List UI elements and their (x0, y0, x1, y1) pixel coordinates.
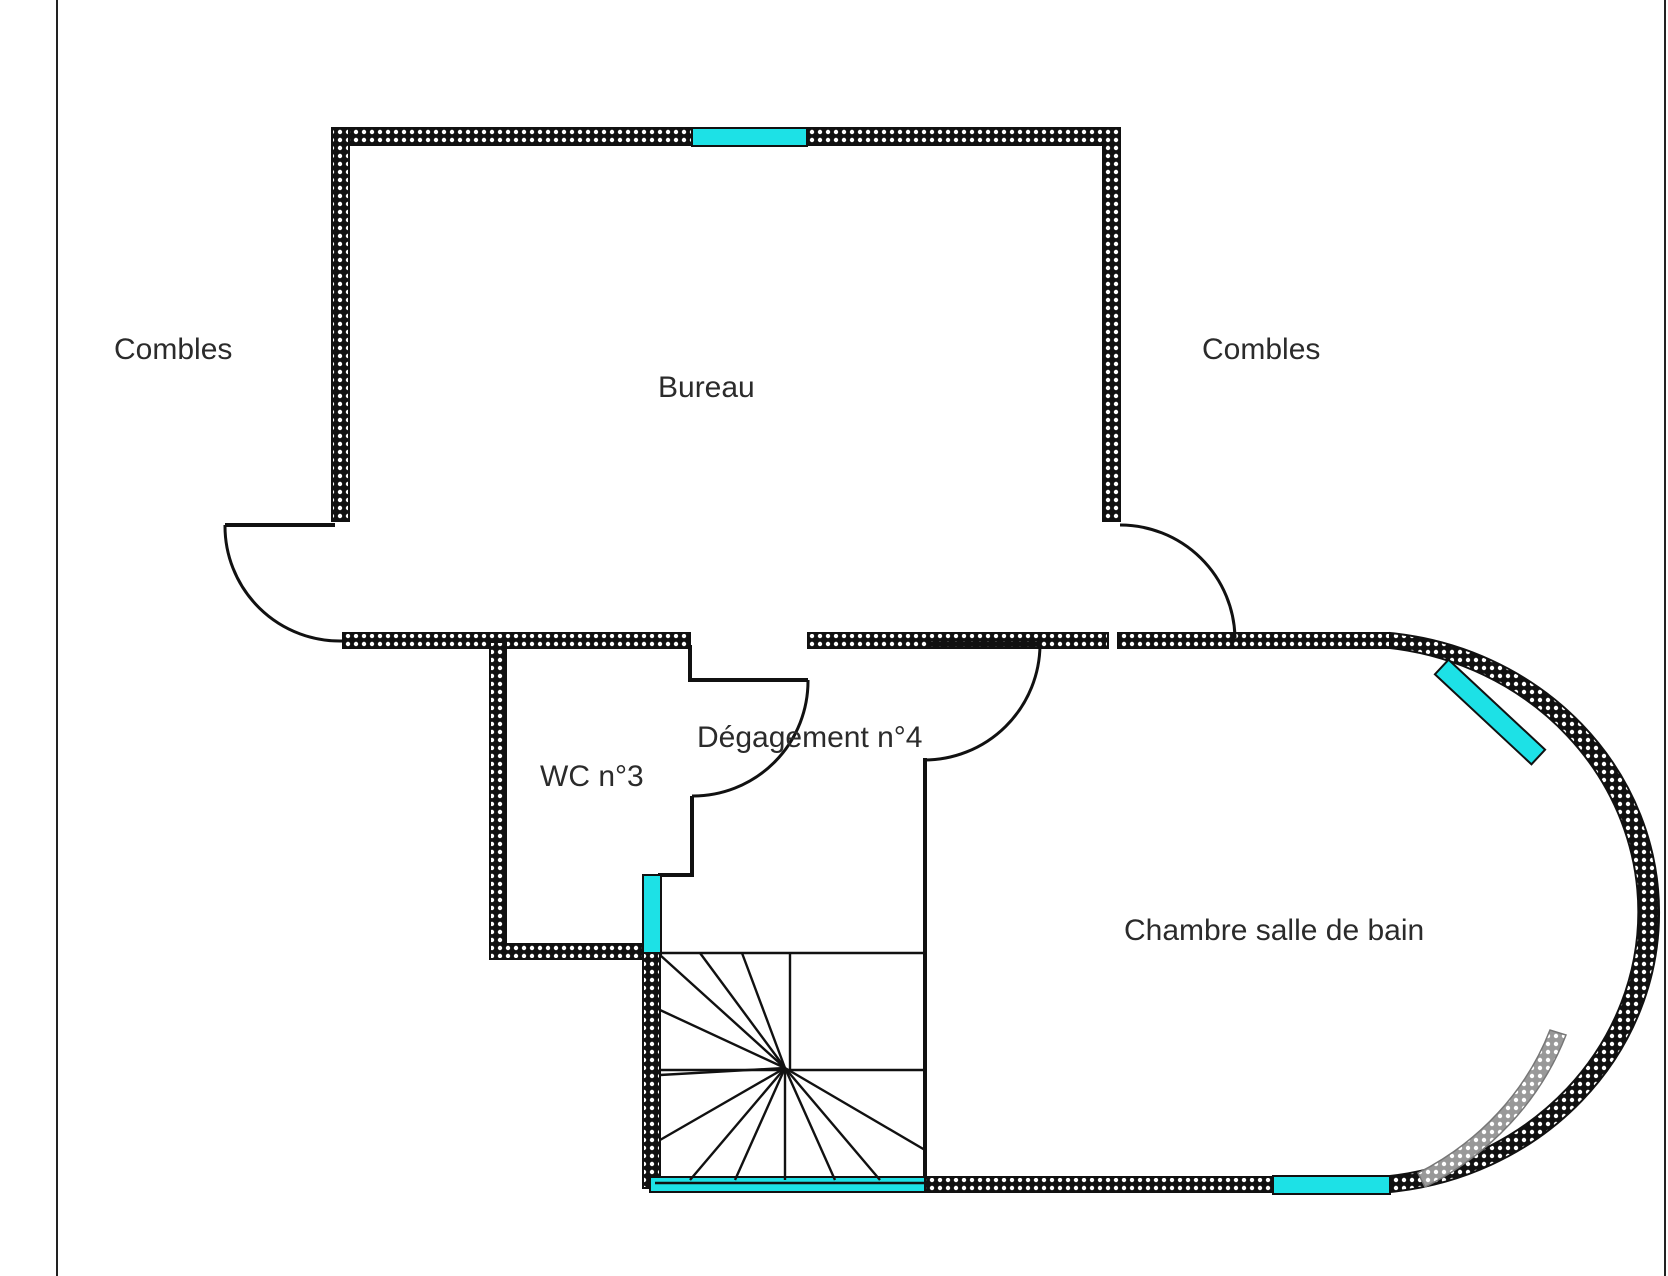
chambre-curved-wall (1389, 631, 1660, 1194)
chambre-curved-window (1433, 658, 1547, 766)
room-label-degagement: Dégagement n°4 (697, 721, 922, 754)
chambre-walls (924, 631, 1660, 1195)
wc-partition-lower (658, 796, 694, 955)
corridor-wall-right (1117, 632, 1391, 649)
chambre-bottom-window (1272, 1175, 1391, 1195)
doors (223, 523, 1237, 798)
room-label-combles-right: Combles (1202, 333, 1320, 366)
door-right-arc (1119, 523, 1237, 639)
room-label-combles-left: Combles (114, 333, 232, 366)
room-label-bureau: Bureau (658, 371, 755, 404)
wc-window (642, 874, 662, 954)
bureau-left-wall (331, 127, 350, 522)
door-wc-arc (691, 679, 810, 798)
wc-walls (489, 641, 808, 960)
wc-bottom-wall (489, 943, 661, 960)
wc-partition (688, 645, 808, 682)
bureau-right-wall (1102, 127, 1121, 522)
staircase (642, 758, 927, 1193)
bureau-walls (331, 127, 1121, 522)
room-labels: Combles Combles Bureau Dégagement n°4 WC… (114, 333, 1424, 947)
room-label-wc: WC n°3 (540, 760, 644, 793)
corridor-wall-left (342, 632, 691, 649)
door-left-arc (223, 524, 344, 643)
bureau-top-window (691, 127, 808, 147)
stair-left-wall (642, 952, 661, 1189)
chambre-curved-wall-light (1416, 1029, 1567, 1189)
stair-radials (659, 952, 926, 1181)
door-chambre-arc (923, 644, 1042, 762)
corridor-walls (342, 632, 1391, 649)
room-label-chambre: Chambre salle de bain (1124, 914, 1424, 947)
wc-left-wall (489, 641, 507, 959)
